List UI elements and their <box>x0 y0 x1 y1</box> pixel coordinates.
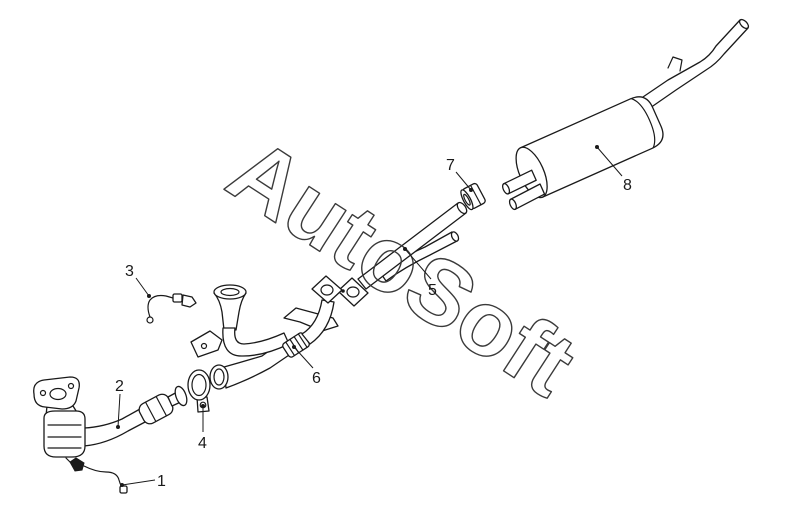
part-1-oxygen-sensor <box>65 457 128 494</box>
tailpipe <box>639 19 749 109</box>
callout-5[interactable]: 5 <box>403 247 437 299</box>
callout-label-5[interactable]: 5 <box>428 282 437 299</box>
muffler-inlet-upper-end <box>501 182 511 195</box>
front-pipe-inlet-ring <box>209 364 229 390</box>
clamp-bore <box>463 193 471 206</box>
flange-port <box>346 286 360 298</box>
leader-line-3 <box>135 277 150 297</box>
callout-label-3[interactable]: 3 <box>125 263 134 280</box>
outlet-flange-port <box>320 284 334 296</box>
leader-dot-5 <box>403 247 407 251</box>
muffler-assembly <box>501 96 664 211</box>
callout-2[interactable]: 2 <box>115 378 124 429</box>
upper-funnel-flange <box>213 284 247 300</box>
sensor-wire <box>83 465 124 489</box>
callout-label-7[interactable]: 7 <box>446 157 455 174</box>
bracket-hole <box>200 342 208 350</box>
callout-label-2[interactable]: 2 <box>115 378 124 395</box>
leader-dot-3 <box>147 294 151 298</box>
sensor-wire <box>147 294 174 318</box>
converter-outlet-flange <box>174 385 188 407</box>
front-pipe-upper-funnel <box>213 292 247 331</box>
muffler-body <box>519 96 664 198</box>
leader-dot-8 <box>595 145 599 149</box>
part-3-oxygen-sensor <box>146 293 197 324</box>
leader-dot-2 <box>116 425 120 429</box>
part-4-gasket <box>187 369 211 413</box>
secondary-converter-ribs <box>144 395 168 423</box>
tailpipe-hanger <box>667 56 683 72</box>
leader-line-5 <box>404 248 432 280</box>
sensor-wire-loop <box>146 316 154 324</box>
leader-line-1 <box>121 479 156 486</box>
front-pipe-bracket-plate <box>190 330 223 358</box>
leader-line-6 <box>293 346 314 369</box>
callout-label-1[interactable]: 1 <box>157 473 166 490</box>
converter-outlet-pipe <box>83 408 148 447</box>
leader-dot-4 <box>201 404 205 408</box>
converter-manifold-flange <box>33 376 80 410</box>
lower-tube-end <box>450 231 460 242</box>
callout-label-8[interactable]: 8 <box>623 177 632 194</box>
leader-line-7 <box>455 171 472 191</box>
front-pipe-outlet <box>301 299 335 345</box>
gasket-ring-inner <box>191 373 207 397</box>
flange-stud-hole-left <box>39 389 47 397</box>
callout-6[interactable]: 6 <box>292 345 321 387</box>
intermediate-pipe-flange <box>337 277 369 307</box>
leader-dot-7 <box>469 188 473 192</box>
part-8-rear-muffler <box>501 18 750 211</box>
callout-1[interactable]: 1 <box>120 473 166 490</box>
sensor-connector <box>119 485 128 494</box>
leader-line-8 <box>596 146 623 177</box>
leader-line-2 <box>117 393 121 428</box>
sensor-hex-body <box>69 457 85 472</box>
sensor-tip <box>65 457 71 463</box>
front-pipe-outlet-flange <box>311 275 343 304</box>
main-tube-end <box>456 201 468 215</box>
part-6-front-pipe <box>190 275 343 390</box>
tailpipe-end <box>738 18 750 30</box>
callout-label-6[interactable]: 6 <box>312 370 321 387</box>
converter-shield-ribs <box>47 424 82 449</box>
upper-funnel-port <box>220 287 240 297</box>
callout-7[interactable]: 7 <box>446 157 473 192</box>
converter-body <box>43 410 86 458</box>
leader-dot-1 <box>120 483 124 487</box>
part-2-catalytic-converter <box>33 376 188 458</box>
sensor-body <box>181 294 197 308</box>
front-pipe-inlet-bore <box>213 368 225 386</box>
sensor-connector <box>172 293 183 303</box>
callout-8[interactable]: 8 <box>595 145 632 194</box>
callout-4[interactable]: 4 <box>198 404 207 452</box>
callout-3[interactable]: 3 <box>125 263 151 298</box>
flange-stud-hole-right <box>67 382 75 390</box>
callout-label-4[interactable]: 4 <box>198 435 207 452</box>
part-5-intermediate-pipe <box>337 201 468 307</box>
muffler-inlet-lower-end <box>508 198 518 211</box>
leader-dot-6 <box>292 345 296 349</box>
flange-port <box>49 387 67 401</box>
muffler-seam <box>630 97 656 149</box>
